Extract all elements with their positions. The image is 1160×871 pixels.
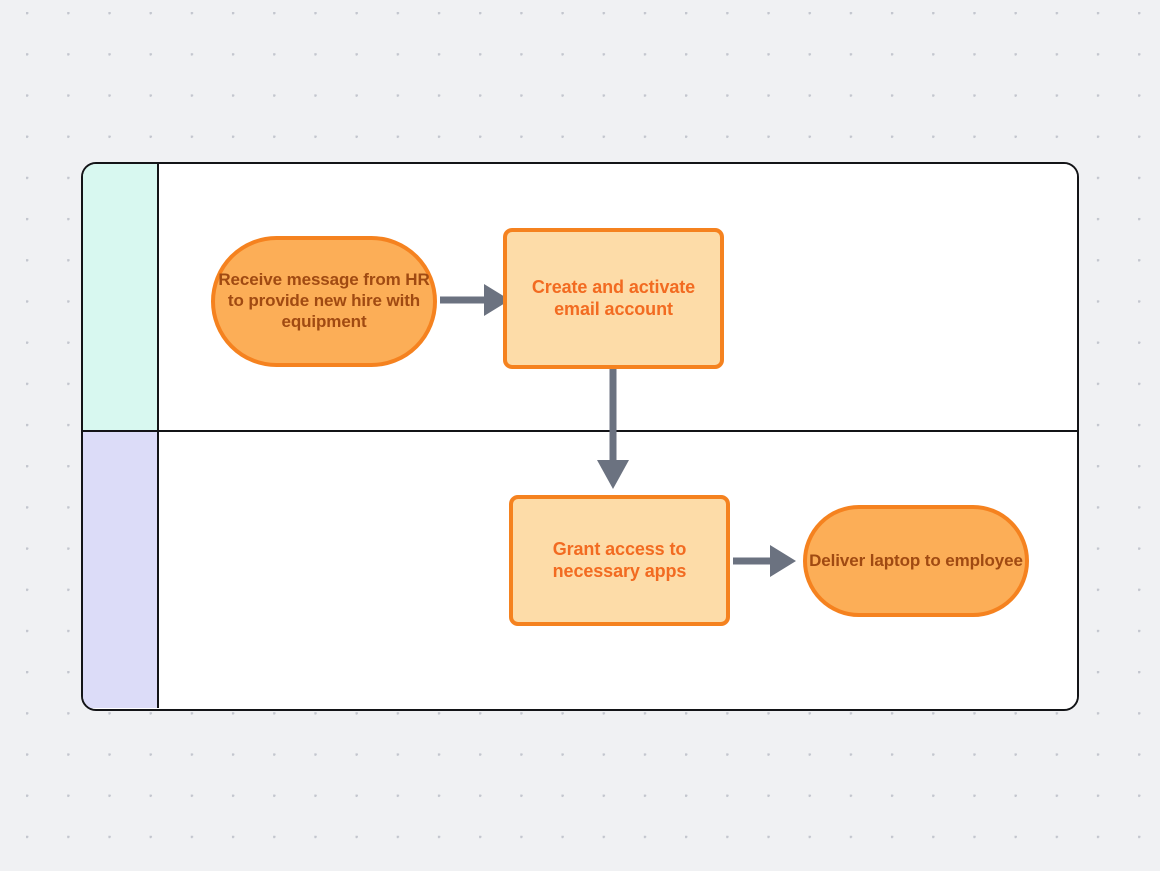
node-receive-message-from-hr[interactable]: Receive message from HR to provide new h… bbox=[211, 236, 437, 367]
swimlane-header-top[interactable] bbox=[83, 164, 159, 430]
node-create-and-activate-email-account[interactable]: Create and activate email account bbox=[503, 228, 724, 369]
node-deliver-laptop-to-employee[interactable]: Deliver laptop to employee bbox=[803, 505, 1029, 617]
node-grant-access-to-necessary-apps[interactable]: Grant access to necessary apps bbox=[509, 495, 730, 626]
swimlane-header-bottom[interactable] bbox=[83, 432, 159, 708]
